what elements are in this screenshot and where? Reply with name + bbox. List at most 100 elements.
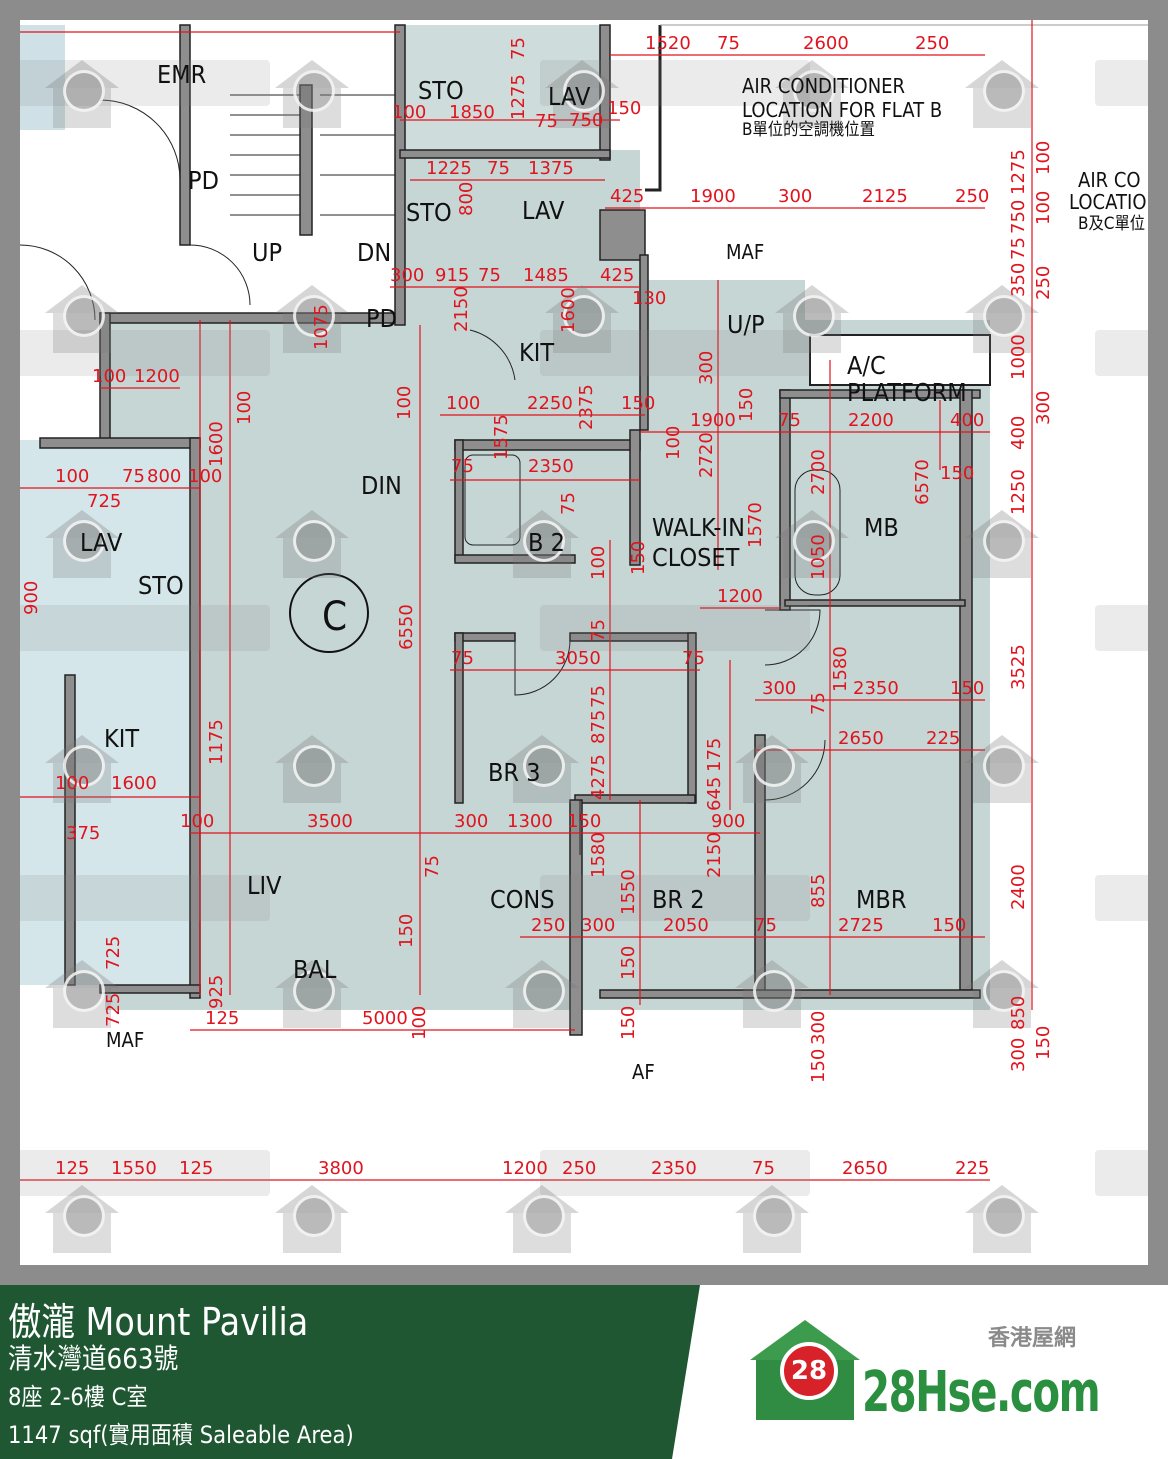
dimension-label: 300 — [390, 265, 425, 286]
dimension-label: 250 — [955, 186, 990, 207]
dimension-label: 1225 — [426, 158, 472, 179]
dimension-label: 75 — [451, 648, 474, 669]
watermark-logo-icon — [45, 735, 119, 805]
dimension-label-vertical: 1600 — [206, 421, 227, 467]
room-label: BAL — [293, 955, 337, 984]
dimension-label-vertical: 1050 — [808, 534, 829, 580]
dimension-label: 2650 — [842, 1158, 888, 1179]
watermark-logo-icon — [775, 285, 849, 355]
watermark-logo-icon — [545, 60, 619, 130]
watermark-logo-icon — [735, 735, 809, 805]
dimension-label-vertical: 645 — [704, 776, 725, 811]
dimension-label: 1550 — [111, 1158, 157, 1179]
watermark-logo-icon — [545, 285, 619, 355]
dimension-label-vertical: 1075 — [311, 304, 332, 350]
watermark-logo-icon — [505, 1185, 579, 1255]
watermark-badge-icon — [523, 970, 565, 1012]
dimension-label-vertical: 100 — [1033, 140, 1054, 175]
watermark-badge-icon — [293, 745, 335, 787]
watermark-badge-icon — [563, 70, 605, 112]
dimension-label: 2200 — [848, 410, 894, 431]
watermark-logo-icon — [965, 510, 1039, 580]
room-label: DN — [357, 238, 392, 267]
watermark-badge-icon — [63, 745, 105, 787]
watermark-logo-icon — [275, 735, 349, 805]
watermark-logo-icon — [965, 285, 1039, 355]
dimension-label-vertical: 4275 — [588, 754, 609, 800]
watermark-logo-icon — [735, 960, 809, 1030]
room-label: AF — [632, 1060, 655, 1084]
dimension-label: 75 — [478, 265, 501, 286]
watermark-band — [1095, 60, 1148, 106]
dimension-label-vertical: 2400 — [1008, 864, 1029, 910]
dimension-label: 125 — [179, 1158, 214, 1179]
dimension-label: 100 — [55, 773, 90, 794]
dimension-label-vertical: 855 — [808, 873, 829, 908]
watermark-logo-icon — [45, 285, 119, 355]
watermark-logo-icon — [505, 510, 579, 580]
dimension-label-vertical: 2720 — [696, 432, 717, 478]
watermark-badge-icon — [563, 295, 605, 337]
dimension-label: 100 — [180, 811, 215, 832]
brand-logo[interactable]: 28 28Hse.com 香港屋網 — [750, 1320, 1110, 1430]
dimension-label-vertical: 1275 — [508, 74, 529, 120]
dimension-label: 1375 — [528, 158, 574, 179]
dimension-label: 1850 — [449, 102, 495, 123]
dimension-label: 125 — [55, 1158, 90, 1179]
watermark-badge-icon — [63, 970, 105, 1012]
watermark-band — [1095, 1150, 1148, 1196]
dimension-label: 250 — [562, 1158, 597, 1179]
dimension-label: 2125 — [862, 186, 908, 207]
room-label: MB — [864, 513, 899, 542]
watermark-band — [1095, 875, 1148, 921]
dimension-label-vertical: 350 — [1008, 262, 1029, 297]
dimension-label-vertical: 250 — [1033, 265, 1054, 300]
dimension-label: 75 — [778, 410, 801, 431]
footer: 傲瀧 Mount Pavilia 清水灣道663號 8座 2-6樓 C室 114… — [0, 1285, 1168, 1459]
dimension-label: 915 — [435, 265, 470, 286]
dimension-label-vertical: 6550 — [396, 604, 417, 650]
room-label: MAF — [726, 240, 765, 264]
dimension-label-vertical: 75 — [808, 692, 829, 715]
dimension-label-vertical: 100 — [234, 390, 255, 425]
watermark-logo-icon — [275, 960, 349, 1030]
room-label: CLOSET — [652, 543, 740, 572]
unit-marker-label: C — [322, 594, 348, 640]
dimension-label: 75 — [754, 915, 777, 936]
dimension-label: 2600 — [803, 33, 849, 54]
watermark-logo-icon — [775, 60, 849, 130]
property-address: 清水灣道663號 — [8, 1342, 179, 1375]
dimension-label: 1900 — [690, 186, 736, 207]
dimension-label: 75 — [752, 1158, 775, 1179]
watermark-logo-icon — [45, 960, 119, 1030]
note-label: LOCATION FOR FLAT B — [742, 98, 943, 122]
dimension-label-vertical: 150 — [1033, 1025, 1054, 1060]
dimension-label: 75 — [535, 111, 558, 132]
watermark-logo-icon — [965, 1185, 1039, 1255]
dimension-label-vertical: 150 — [618, 1005, 639, 1040]
dimension-label: 400 — [950, 410, 985, 431]
watermark-logo-icon — [505, 960, 579, 1030]
room-label: LIV — [247, 871, 282, 900]
dimension-label-vertical: 75 — [422, 855, 443, 878]
dimension-label: 2050 — [663, 915, 709, 936]
room-label: LAV — [522, 196, 565, 225]
watermark-band — [540, 330, 810, 376]
brand-name: 28Hse.com — [862, 1360, 1101, 1425]
dimension-label-vertical: 725 — [103, 935, 124, 970]
dimension-label-vertical: 900 — [21, 580, 42, 615]
watermark-badge-icon — [983, 295, 1025, 337]
dimension-label: 3500 — [307, 811, 353, 832]
dimension-label-vertical: 2150 — [704, 832, 725, 878]
dimension-label-vertical: 100 — [1033, 190, 1054, 225]
watermark-band — [20, 330, 270, 376]
watermark-logo-icon — [275, 510, 349, 580]
room-label: EMR — [157, 60, 207, 89]
dimension-label: 225 — [926, 728, 961, 749]
watermark-badge-icon — [523, 745, 565, 787]
dimension-label-vertical: 1175 — [206, 719, 227, 765]
dimension-label-vertical: 300 — [696, 350, 717, 385]
brand-badge: 28 — [780, 1342, 838, 1400]
dimension-label-vertical: 1580 — [588, 832, 609, 878]
